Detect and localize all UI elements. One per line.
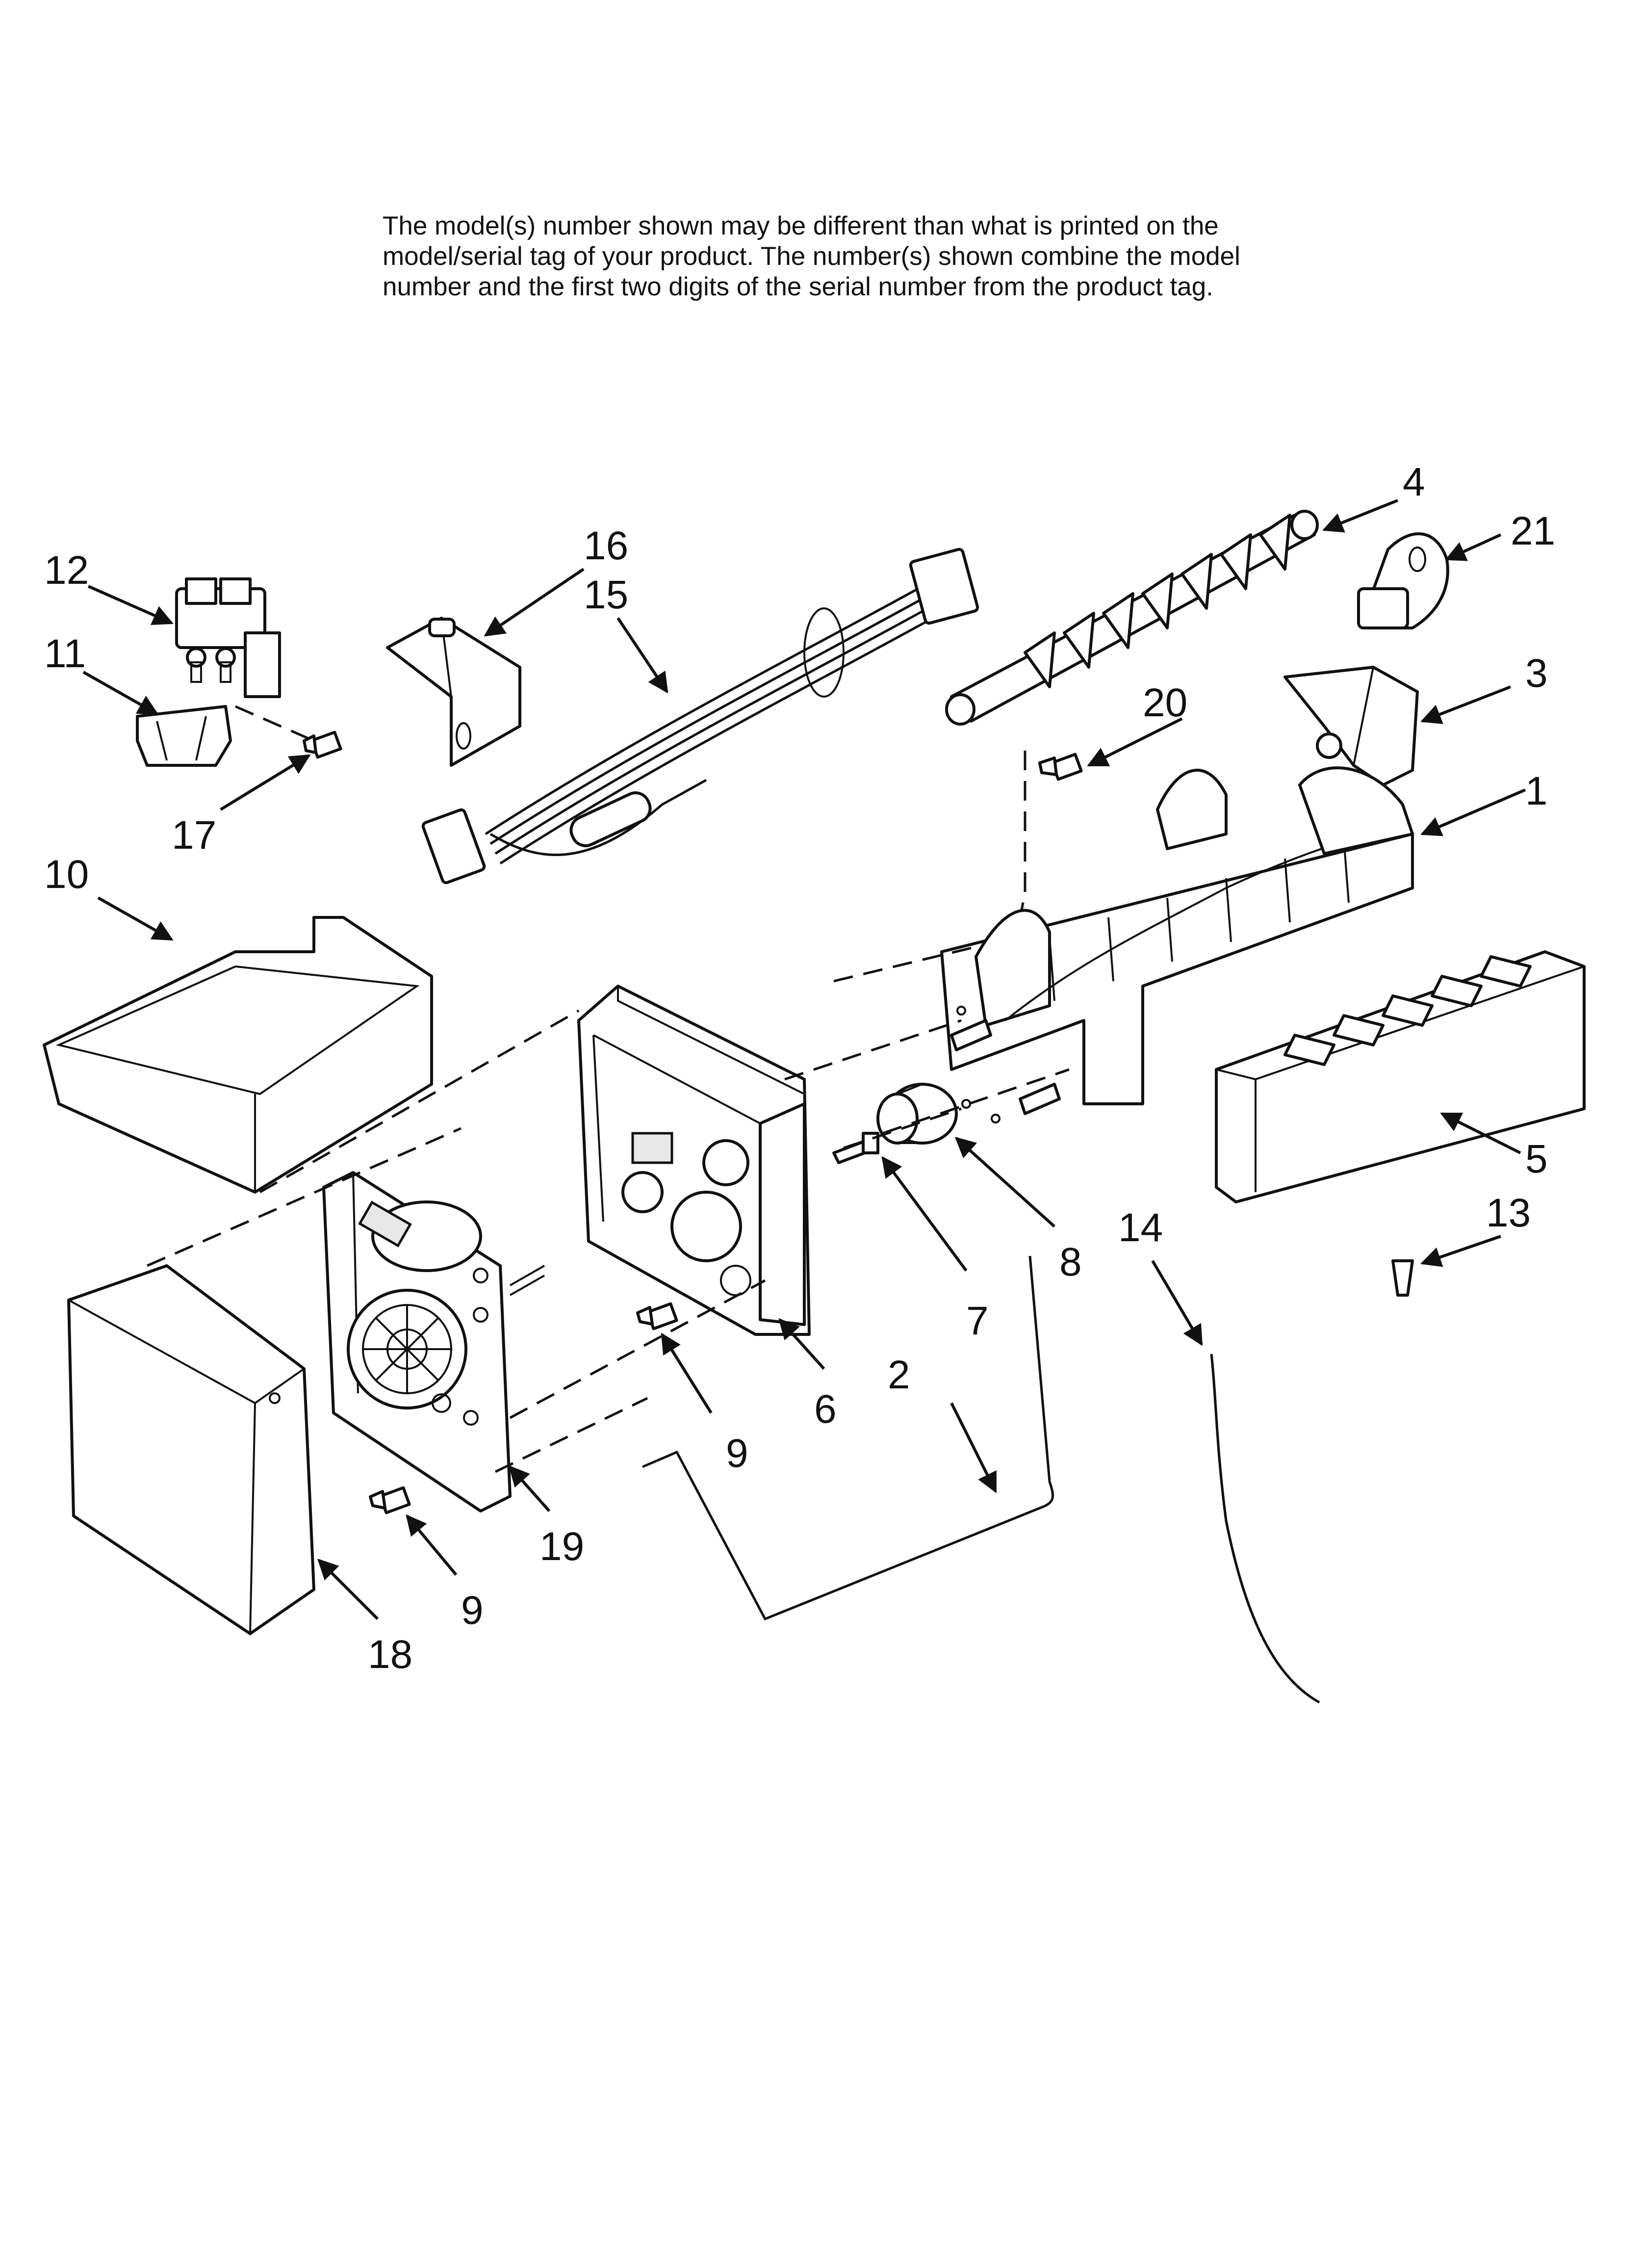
label-part-2: 2 (888, 1353, 910, 1397)
label-part-18: 18 (368, 1632, 412, 1677)
label-part-19: 19 (539, 1524, 584, 1569)
label-part-14: 14 (1118, 1205, 1163, 1250)
label-part-15: 15 (584, 573, 628, 617)
part-15-wire-harness (421, 547, 979, 885)
part-12-water-valve (175, 577, 281, 698)
part-14-tube (1210, 1354, 1320, 1704)
part-9-screw-lower (369, 1486, 411, 1514)
part-1-ice-mold (940, 766, 1414, 1105)
label-part-21: 21 (1511, 509, 1555, 553)
leader-lines (82, 499, 1526, 1620)
part-13-wire-nut (1391, 1259, 1414, 1297)
part-17-screw (234, 705, 342, 759)
mold-pins (950, 1006, 1061, 1123)
label-part-9-lower: 9 (461, 1588, 484, 1633)
part-3-fill-cup (1283, 666, 1419, 786)
part-19-motor (322, 1171, 545, 1512)
label-part-12: 12 (44, 548, 89, 593)
note-line-3: number and the first two digits of the s… (383, 272, 1213, 301)
part-5-ice-stripper (1215, 950, 1586, 1203)
part-20-screw (1019, 751, 1083, 918)
part-16-wire-cover (386, 617, 521, 767)
label-part-10: 10 (44, 852, 89, 897)
part-21-cam (1357, 532, 1449, 629)
note-line-1: The model(s) number shown may be differe… (383, 211, 1219, 240)
label-part-17: 17 (172, 813, 216, 858)
part-6-housing (577, 985, 811, 1336)
part-2-shutoff-arm (642, 1255, 1054, 1621)
part-9-screw-upper (636, 1302, 678, 1330)
label-part-13: 13 (1486, 1191, 1531, 1235)
part-4-ejector (945, 510, 1319, 726)
part-7-pin (832, 1132, 879, 1164)
label-part-5: 5 (1525, 1137, 1548, 1181)
label-part-6: 6 (814, 1387, 837, 1432)
note-line-2: model/serial tag of your product. The nu… (383, 242, 1240, 271)
part-10-ice-bin (43, 916, 433, 1194)
part-11-valve-bracket (136, 705, 232, 767)
part-labels: 1 2 3 4 5 6 7 8 9 9 10 11 12 13 14 15 16… (44, 460, 1555, 1677)
label-part-8: 8 (1059, 1240, 1082, 1284)
label-part-7: 7 (966, 1299, 989, 1343)
label-part-9-upper: 9 (726, 1431, 748, 1476)
label-part-3: 3 (1525, 651, 1548, 696)
label-part-20: 20 (1143, 680, 1187, 725)
assembly-lines (146, 945, 1070, 1473)
model-number-note: The model(s) number shown may be differe… (383, 211, 1462, 302)
label-part-1: 1 (1525, 769, 1548, 813)
label-part-11: 11 (44, 631, 86, 676)
part-18-cover (67, 1264, 315, 1635)
label-part-4: 4 (1403, 460, 1425, 504)
label-part-16: 16 (584, 523, 628, 568)
